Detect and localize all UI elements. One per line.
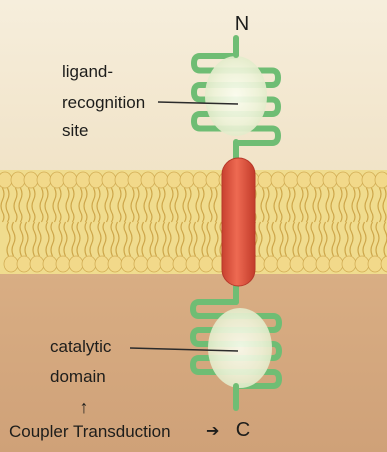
lipid-head xyxy=(329,256,343,272)
lipid-head xyxy=(342,256,356,272)
catalytic-pocket xyxy=(208,308,272,388)
up-arrow-glyph: ↑ xyxy=(80,397,89,417)
lipid-head xyxy=(56,256,70,272)
lipid-head xyxy=(128,172,142,188)
ligand-site-label-line2: recognition xyxy=(62,93,145,112)
lipid-head xyxy=(264,256,278,272)
lipid-head xyxy=(199,256,213,272)
lipid-head xyxy=(167,172,181,188)
lipid-head xyxy=(180,172,194,188)
lipid-head xyxy=(0,172,12,188)
lipid-head xyxy=(30,256,44,272)
lipid-head xyxy=(76,172,90,188)
lipid-head xyxy=(349,172,363,188)
right-arrow-glyph: ➔ xyxy=(206,423,219,440)
lipid-head xyxy=(121,256,135,272)
lipid-head xyxy=(95,256,109,272)
ligand-binding-pocket xyxy=(205,56,267,136)
lipid-head xyxy=(69,256,83,272)
lipid-head xyxy=(193,172,207,188)
lipid-head xyxy=(258,172,272,188)
lipid-head xyxy=(173,256,187,272)
lipid-head xyxy=(154,172,168,188)
lipid-head xyxy=(17,256,31,272)
lipid-head xyxy=(24,172,38,188)
lipid-head xyxy=(134,256,148,272)
lipid-head xyxy=(297,172,311,188)
lipid-head xyxy=(368,256,382,272)
lipid-head xyxy=(316,256,330,272)
catalytic-domain-label-line1: catalytic xyxy=(50,337,112,356)
catalytic-domain-label-line2: domain xyxy=(50,367,106,386)
coupler-transduction-label: Coupler Transduction xyxy=(9,422,171,441)
transmembrane-helix xyxy=(222,158,255,286)
lipid-bilayer xyxy=(0,170,387,274)
lipid-head xyxy=(108,256,122,272)
lipid-head xyxy=(271,172,285,188)
lipid-head xyxy=(160,256,174,272)
lipid-head xyxy=(186,256,200,272)
lipid-head xyxy=(102,172,116,188)
lipid-head xyxy=(141,172,155,188)
lipid-head xyxy=(323,172,337,188)
lipid-head xyxy=(43,256,57,272)
lipid-head xyxy=(336,172,350,188)
n-terminus-label: N xyxy=(235,13,249,35)
lipid-head xyxy=(50,172,64,188)
ligand-site-label-line3: site xyxy=(62,121,88,140)
lipid-head xyxy=(206,172,220,188)
lipid-head xyxy=(63,172,77,188)
c-terminus-label: C xyxy=(236,419,250,441)
lipid-head xyxy=(310,172,324,188)
lipid-head xyxy=(303,256,317,272)
lipid-head xyxy=(37,172,51,188)
lipid-head xyxy=(115,172,129,188)
lipid-head xyxy=(11,172,25,188)
lipid-head xyxy=(82,256,96,272)
lipid-head xyxy=(277,256,291,272)
lipid-head xyxy=(290,256,304,272)
lipid-head xyxy=(375,172,387,188)
lipid-head xyxy=(362,172,376,188)
lipid-head xyxy=(89,172,103,188)
lipid-head xyxy=(355,256,369,272)
lipid-head xyxy=(284,172,298,188)
lipid-head xyxy=(147,256,161,272)
ligand-site-label-line1: ligand- xyxy=(62,62,113,81)
lipid-head xyxy=(4,256,18,272)
